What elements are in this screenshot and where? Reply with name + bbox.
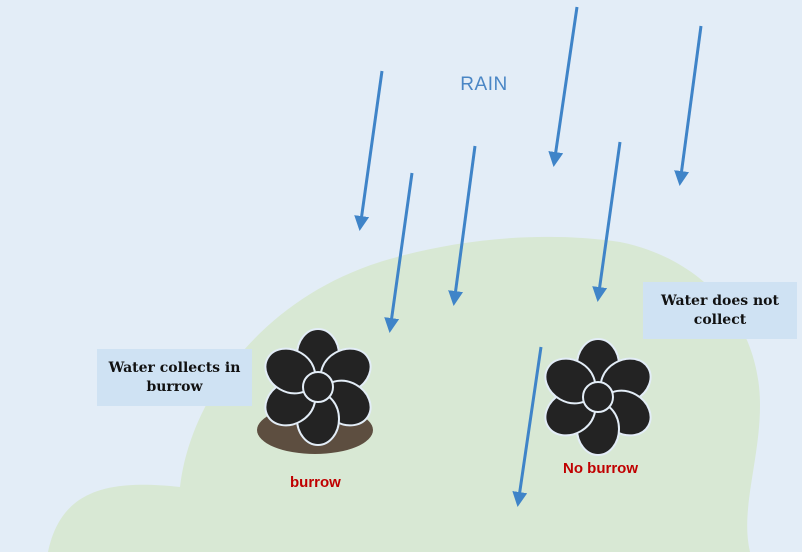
ground-area xyxy=(48,236,760,552)
rain-arrow-icon xyxy=(354,70,384,231)
rain-arrow-icon xyxy=(384,172,414,333)
rain-arrow-icon xyxy=(548,6,579,167)
label-no-burrow: No burrow xyxy=(563,460,638,477)
note-water-collects: Water collects in burrow xyxy=(97,349,252,406)
rain-arrow-icon xyxy=(448,145,477,306)
rain-title: RAIN xyxy=(460,74,508,95)
rain-arrow-icon xyxy=(674,25,703,186)
label-burrow: burrow xyxy=(290,474,341,491)
flower-icon xyxy=(264,328,372,446)
rain-arrow-icon xyxy=(592,141,622,302)
rain-arrow-icon xyxy=(512,346,543,507)
flower-icon xyxy=(544,338,652,456)
note-water-not-collect: Water does not collect xyxy=(643,282,797,339)
